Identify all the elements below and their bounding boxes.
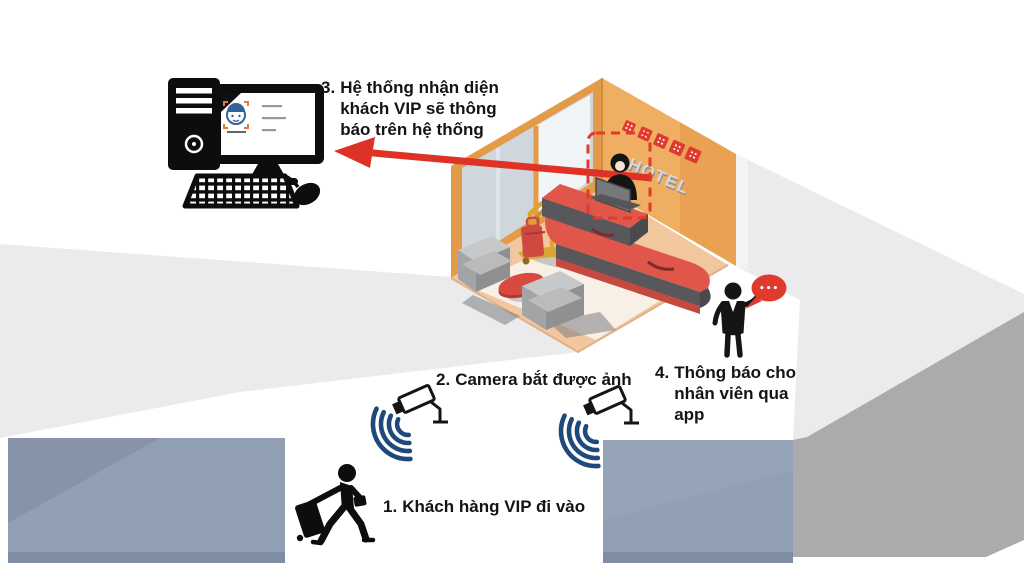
signal-waves-icon: [557, 415, 603, 466]
monitor-icon: [212, 84, 324, 185]
step-text: Khách hàng VIP đi vào: [402, 497, 586, 516]
signal-waves-icon: [369, 408, 415, 459]
staff-icon: [712, 282, 761, 358]
reception-desk: [542, 184, 711, 314]
right-perimeter-wall: [603, 154, 1024, 563]
vip-guest-icon: [295, 464, 376, 546]
notification-arrow: [334, 137, 653, 182]
step-3-label: 3. Hệ thống nhận diện khách VIP sẽ thông…: [321, 77, 512, 140]
step-4-label: 4. Thông báo cho nhân viên qua app: [655, 362, 806, 425]
window-wall: [451, 78, 602, 278]
pc-tower-icon: [168, 78, 220, 170]
receptionist-icon: [590, 153, 641, 214]
step-text: Thông báo cho nhân viên qua app: [674, 363, 797, 424]
step-text: Hệ thống nhận diện khách VIP sẽ thông bá…: [340, 78, 499, 139]
step-number: 4.: [655, 363, 670, 382]
cctv-camera-icon: [389, 383, 450, 424]
step-number: 2.: [436, 370, 451, 389]
speech-bubble-icon: •••: [745, 274, 787, 309]
suitcase-icon: [520, 216, 546, 258]
step-number: 1.: [383, 497, 398, 516]
face-recognition-screen: [221, 93, 286, 133]
step-2-label: 2. Camera bắt được ảnh: [436, 369, 632, 390]
step-number: 3.: [321, 78, 336, 97]
left-perimeter-wall: [0, 244, 578, 563]
cctv-camera-icon: [580, 384, 641, 425]
hotel-lobby: HOTEL HOTEL: [450, 78, 748, 354]
sofa: [522, 271, 616, 338]
speech-bubble-dots: •••: [759, 284, 779, 294]
sofa: [458, 236, 520, 325]
mouse-icon: [293, 182, 321, 206]
desktop-computer-icon: [168, 78, 324, 209]
keyboard-icon: [182, 173, 300, 209]
step-text: Camera bắt được ảnh: [455, 370, 632, 389]
step-1-label: 1. Khách hàng VIP đi vào: [383, 496, 585, 517]
vip-detection-highlight: [586, 131, 652, 220]
